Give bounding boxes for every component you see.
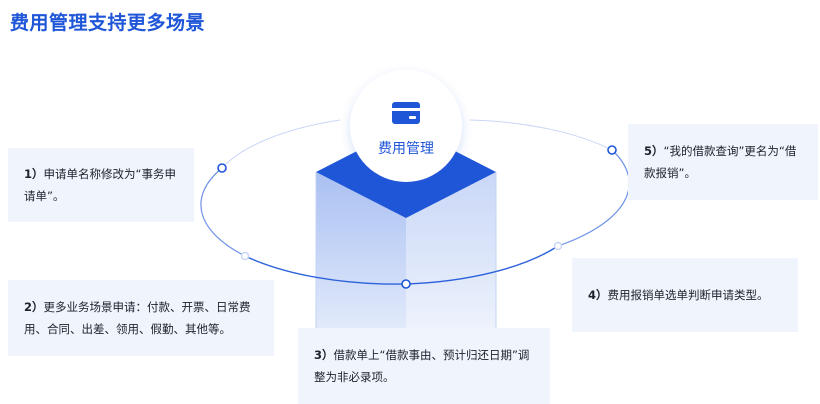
orbit-node-5: [607, 145, 617, 155]
feature-card-5: 5）“我的借款查询”更名为“借款报销”。: [628, 124, 818, 200]
card-number: 1）: [24, 167, 44, 181]
page-title: 费用管理支持更多场景: [10, 12, 206, 34]
card-number: 5）: [644, 144, 664, 158]
feature-card-2: 2）更多业务场景申请：付款、开票、日常费用、合同、出差、领用、假勤、其他等。: [8, 280, 274, 356]
card-icon: [392, 102, 420, 124]
card-text: “我的借款查询”更名为“借款报销”。: [644, 144, 797, 180]
orbit-node-3: [401, 279, 411, 289]
card-text: 更多业务场景申请：付款、开票、日常费用、合同、出差、领用、假勤、其他等。: [24, 300, 251, 336]
feature-card-1: 1）申请单名称修改为“事务申请单”。: [8, 148, 194, 222]
hub-circle: [350, 70, 462, 182]
orbit-node-1: [217, 163, 227, 173]
feature-card-4: 4）费用报销单选单判断申请类型。: [572, 258, 798, 332]
card-text: 费用报销单选单判断申请类型。: [607, 288, 769, 302]
card-number: 3）: [314, 348, 334, 362]
card-number: 4）: [588, 288, 608, 302]
orbit-node-2: [240, 251, 250, 261]
orbit-node-4: [553, 241, 563, 251]
hub-label: 费用管理: [378, 141, 434, 157]
card-text: 借款单上“借款事由、预计归还日期”调整为非必录项。: [314, 348, 530, 384]
feature-card-3: 3）借款单上“借款事由、预计归还日期”调整为非必录项。: [298, 328, 550, 404]
card-number: 2）: [24, 300, 44, 314]
card-text: 申请单名称修改为“事务申请单”。: [24, 167, 176, 203]
